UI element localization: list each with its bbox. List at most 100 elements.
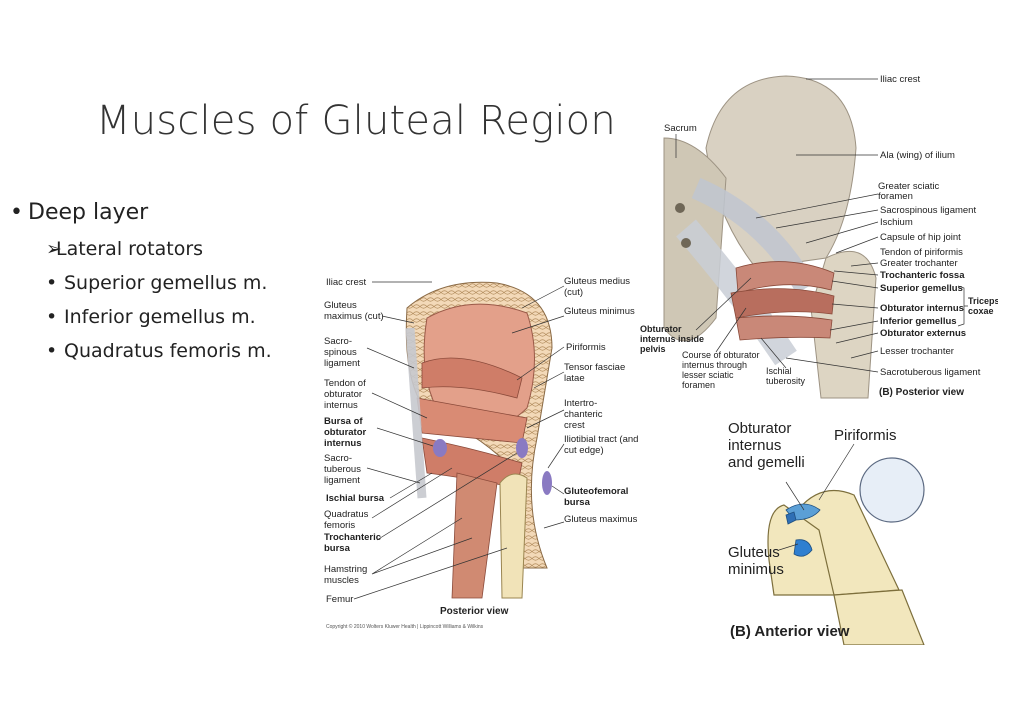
leader-lesser-trochanter bbox=[850, 350, 879, 359]
piriformis-shape bbox=[421, 357, 523, 399]
obturator-internus-bursa-shape bbox=[433, 439, 447, 457]
bullet-marker: • bbox=[46, 306, 58, 328]
leader-greater-sciatic-foramen bbox=[755, 193, 879, 219]
posterior-hip-illustration: Iliac crest Gluteus maximus (cut) Sacro-… bbox=[324, 276, 638, 630]
label-triceps-coxae: Triceps coxae bbox=[968, 296, 998, 316]
leader-ischial-bursa bbox=[389, 472, 433, 499]
leader-sacrospinous-ligament bbox=[775, 209, 879, 229]
label-greater-sciatic-foramen: Greater sciatic foramen bbox=[878, 182, 939, 202]
femur-shape bbox=[499, 473, 528, 599]
label-ala-of-ilium: Ala (wing) of ilium bbox=[880, 150, 955, 161]
bullet-marker: • bbox=[46, 340, 58, 362]
leader-piriformis bbox=[516, 346, 565, 381]
femoral-head-shape bbox=[859, 457, 925, 523]
leader-inferior-gemellus bbox=[829, 320, 879, 331]
leader-piriformis bbox=[818, 443, 855, 501]
caption-posterior-view: Posterior view bbox=[440, 606, 509, 617]
leader-gluteus-minimus bbox=[778, 543, 799, 551]
label-piriformis: Piriformis bbox=[834, 427, 897, 444]
label-gluteus-maximus: Gluteus maximus bbox=[564, 514, 637, 525]
inferior-gemellus-shape bbox=[735, 315, 833, 341]
leader-bursa-obturator-internus bbox=[376, 427, 434, 447]
leader-course-of-obturator-internus bbox=[715, 307, 747, 353]
label-ischium: Ischium bbox=[880, 217, 913, 228]
label-inferior-gemellus: Inferior gemellus bbox=[880, 316, 957, 327]
label-obturator-internus-gemelli: Obturator internus and gemelli bbox=[728, 420, 805, 471]
sacral-foramen-shape bbox=[681, 238, 691, 248]
label-tendon-obturator-internus: Tendon of obturator internus bbox=[324, 378, 366, 411]
label-sacrospinous-ligament: Sacrospinous ligament bbox=[880, 205, 976, 216]
leader-gluteus-minimus bbox=[511, 315, 565, 334]
femur-anterior-illustration: Obturator internus and gemelli Piriformi… bbox=[728, 420, 925, 645]
leader-obturator-externus bbox=[835, 332, 879, 344]
bullet-text: Inferior gemellus m. bbox=[64, 306, 256, 328]
triceps-coxae-bracket bbox=[957, 285, 968, 327]
label-trochanteric-bursa: Trochanteric bursa bbox=[324, 532, 381, 554]
leader-tendon-obturator-internus bbox=[371, 392, 428, 419]
leader-ischium bbox=[805, 221, 879, 244]
label-obturator-internus: Obturator internus bbox=[880, 303, 964, 314]
label-piriformis: Piriformis bbox=[566, 342, 606, 353]
label-sacrospinous-ligament: Sacro-spinous ligament bbox=[324, 336, 360, 369]
femur-anterior-figure: Obturator internus and gemelli Piriformi… bbox=[724, 420, 934, 645]
leader-intertrochanteric-crest bbox=[526, 409, 565, 429]
label-iliac-crest: Iliac crest bbox=[880, 74, 920, 85]
leader-obturator-internus bbox=[831, 303, 879, 309]
label-intertrochanteric-crest: Intertro-chanteric crest bbox=[564, 398, 603, 431]
pelvis-posterior-illustration: Iliac crest Ala (wing) of ilium Greater … bbox=[640, 74, 998, 399]
leader-gluteus-medius-cut bbox=[521, 285, 565, 309]
label-gluteus-minimus: Gluteus minimus bbox=[564, 306, 635, 317]
leader-greater-trochanter bbox=[850, 262, 879, 267]
label-ischial-bursa: Ischial bursa bbox=[326, 493, 385, 504]
label-iliac-crest: Iliac crest bbox=[326, 277, 366, 288]
bullet-inferior-gemellus: • Inferior gemellus m. bbox=[46, 306, 256, 328]
label-hamstring-muscles: Hamstring muscles bbox=[324, 564, 367, 586]
caption-b-anterior-view: (B) Anterior view bbox=[730, 623, 850, 640]
posterior-hip-figure: Iliac crest Gluteus maximus (cut) Sacro-… bbox=[322, 268, 642, 638]
label-femur: Femur bbox=[326, 594, 353, 605]
label-iliotibial-tract: Iliotibial tract (and cut edge) bbox=[564, 434, 638, 456]
leader-tensor-fasciae-latae bbox=[533, 371, 565, 389]
bullet-quadratus-femoris: • Quadratus femoris m. bbox=[46, 340, 272, 362]
caption-b-posterior-view: (B) Posterior view bbox=[879, 387, 964, 398]
gluteus-minimus-attachment bbox=[793, 539, 813, 557]
superior-gemellus-shape bbox=[735, 261, 835, 294]
bullet-superior-gemellus: •Superior gemellus m. bbox=[46, 272, 267, 294]
label-tensor-fasciae-latae: Tensor fasciae latae bbox=[564, 362, 625, 384]
label-sacrotuberous-ligament: Sacro-tuberous ligament bbox=[324, 453, 361, 486]
bullet-lateral-rotators: ➢Lateral rotators bbox=[46, 238, 203, 260]
femur-shaft-shape bbox=[833, 589, 925, 645]
leader-capsule-of-hip-joint bbox=[835, 236, 879, 254]
leader-ischial-tuberosity bbox=[760, 337, 787, 369]
hamstring-muscles-shape bbox=[451, 472, 498, 599]
leader-gluteus-maximus-cut bbox=[381, 315, 415, 324]
sacral-foramen-shape bbox=[675, 203, 685, 213]
bullet-marker: ➢ bbox=[46, 238, 62, 260]
label-ischial-tuberosity: Ischial tuberosity bbox=[766, 366, 805, 386]
leader-sacrotuberous-ligament bbox=[366, 467, 421, 484]
piriformis-attachment bbox=[785, 511, 797, 525]
label-gluteus-medius-cut: Gluteus medius (cut) bbox=[564, 276, 630, 298]
label-superior-gemellus: Superior gemellus bbox=[880, 283, 963, 294]
bullet-marker: • bbox=[10, 200, 23, 225]
bullet-marker: • bbox=[46, 272, 58, 294]
label-course-of-obturator-internus: Course of obturator internus through les… bbox=[682, 350, 760, 390]
bullet-text: Lateral rotators bbox=[56, 238, 204, 260]
label-sacrotuberous-ligament: Sacrotuberous ligament bbox=[880, 367, 981, 378]
label-gluteus-minimus: Gluteus minimus bbox=[728, 544, 784, 578]
bullet-deep-layer: •Deep layer bbox=[10, 200, 148, 225]
pelvis-posterior-figure: Iliac crest Ala (wing) of ilium Greater … bbox=[636, 68, 998, 408]
bullet-text: Deep layer bbox=[28, 200, 149, 225]
gluteofemoral-bursa-shape bbox=[542, 471, 552, 495]
leader-obturator-internus-gemelli bbox=[785, 481, 805, 511]
leader-trochanteric-bursa bbox=[376, 452, 518, 541]
bullet-text: Quadratus femoris m. bbox=[64, 340, 272, 362]
label-quadratus-femoris: Quadratus femoris bbox=[324, 509, 368, 531]
label-obturator-externus: Obturator externus bbox=[880, 328, 966, 339]
label-capsule-of-hip-joint: Capsule of hip joint bbox=[880, 232, 961, 243]
leader-obturator-internus-inside-pelvis bbox=[695, 277, 752, 331]
label-lesser-trochanter: Lesser trochanter bbox=[880, 346, 954, 357]
label-tendon-of-piriformis: Tendon of piriformis bbox=[880, 247, 963, 258]
label-sacrum: Sacrum bbox=[664, 123, 697, 134]
label-bursa-obturator-internus: Bursa of obturator internus bbox=[324, 416, 366, 449]
